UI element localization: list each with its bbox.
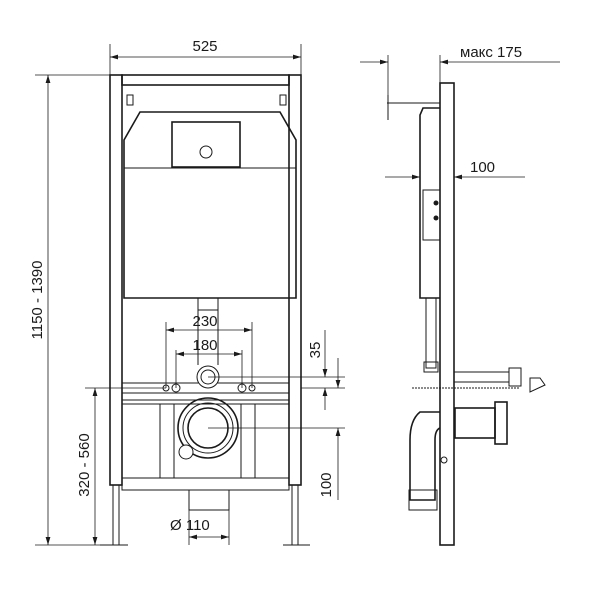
bolt-inner-label: 180: [192, 337, 217, 354]
front-view-dimensions: 525 1150 - 1390 320 - 560 230 180 35 100…: [29, 38, 345, 546]
depth-max-label: макс 175: [460, 44, 522, 61]
drain-diameter-label: Ø 110: [170, 517, 210, 534]
frame-depth-label: 100: [470, 159, 495, 176]
offset-label: 35: [307, 342, 324, 359]
side-view-dimensions: макс 175 100: [360, 44, 560, 180]
bolt-outer-label: 230: [192, 313, 217, 330]
front-view-frame: [100, 74, 310, 546]
flush-height-label: 320 - 560: [76, 433, 93, 496]
width-label: 525: [192, 38, 217, 55]
height-label: 1150 - 1390: [29, 261, 46, 340]
drain-offset-label: 100: [318, 472, 335, 497]
side-view: [387, 82, 546, 546]
